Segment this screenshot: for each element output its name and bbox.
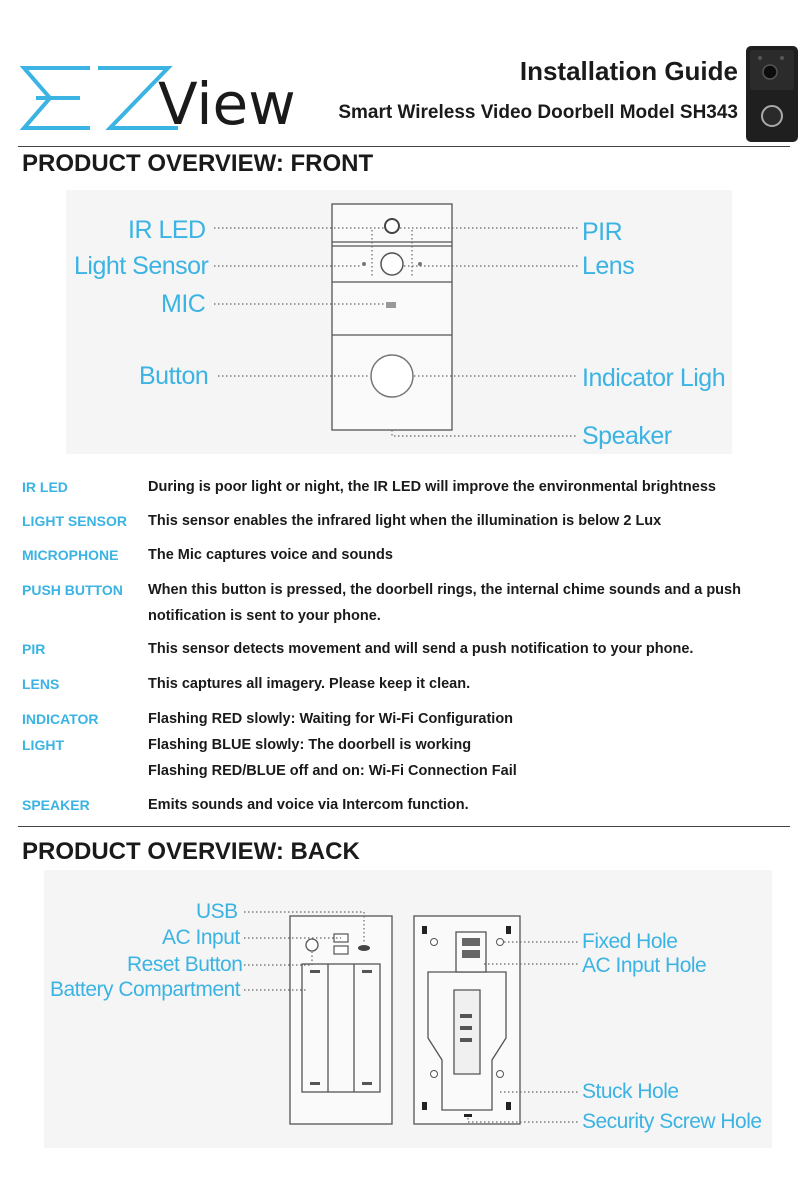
doorbell-back-drawing [244,911,578,1125]
front-diagram: IR LED Light Sensor MIC Button PIR Lens … [66,190,732,454]
label-speaker: Speaker [582,422,672,450]
term-indicator-light: LIGHT [22,737,64,753]
term-light-sensor: LIGHT SENSOR [22,513,128,529]
label-pir: PIR [582,218,623,246]
desc-lens: This captures all imagery. Please keep i… [148,676,471,692]
desc-microphone: The Mic captures voice and sounds [148,547,393,563]
term-speaker: SPEAKER [22,797,90,813]
desc-push-button-line2: notification is sent to your phone. [148,608,381,624]
term-ir-led: IR LED [22,479,68,495]
label-button: Button [139,362,209,390]
label-usb: USB [196,900,238,923]
label-indicator-light: Indicator Ligh [582,364,726,392]
label-security-screw-hole: Security Screw Hole [582,1110,762,1133]
front-section-heading: PRODUCT OVERVIEW: FRONT [22,150,374,177]
desc-ir-led: During is poor light or night, the IR LE… [148,479,716,495]
doorbell-thumbnail-image [746,46,798,142]
label-lens: Lens [582,252,635,280]
desc-indicator-line2: Flashing BLUE slowly: The doorbell is wo… [148,737,472,753]
term-indicator: INDICATOR [22,711,99,727]
label-stuck-hole: Stuck Hole [582,1080,679,1103]
document-subtitle: Smart Wireless Video Doorbell Model SH34… [338,102,738,123]
desc-indicator-line1: Flashing RED slowly: Waiting for Wi-Fi C… [148,711,514,727]
desc-push-button-line1: When this button is pressed, the doorbel… [148,582,741,598]
label-light-sensor: Light Sensor [74,252,209,280]
label-ac-input-hole: AC Input Hole [582,954,707,977]
label-mic: MIC [161,290,206,318]
label-fixed-hole: Fixed Hole [582,930,678,953]
term-push-button: PUSH BUTTON [22,582,123,598]
term-microphone: MICROPHONE [22,547,119,563]
label-battery-compartment: Battery Compartment [50,978,241,1001]
doorbell-front-drawing [214,203,578,437]
logo-view-text: View [158,70,296,138]
desc-indicator-line3: Flashing RED/BLUE off and on: Wi-Fi Conn… [148,763,517,779]
label-ir-led: IR LED [128,216,206,244]
desc-light-sensor: This sensor enables the infrared light w… [148,513,662,529]
section-divider [18,826,790,827]
desc-speaker: Emits sounds and voice via Intercom func… [148,797,469,813]
ezview-logo [19,66,178,130]
term-lens: LENS [22,676,60,692]
document-title: Installation Guide [519,56,738,86]
label-reset-button: Reset Button [127,953,243,976]
label-ac-input: AC Input [162,926,240,949]
desc-pir: This sensor detects movement and will se… [148,641,694,657]
back-section-heading: PRODUCT OVERVIEW: BACK [22,838,360,865]
term-pir: PIR [22,641,46,657]
header-divider [18,146,790,147]
back-diagram: USB AC Input Reset Button Battery Compar… [44,870,772,1148]
